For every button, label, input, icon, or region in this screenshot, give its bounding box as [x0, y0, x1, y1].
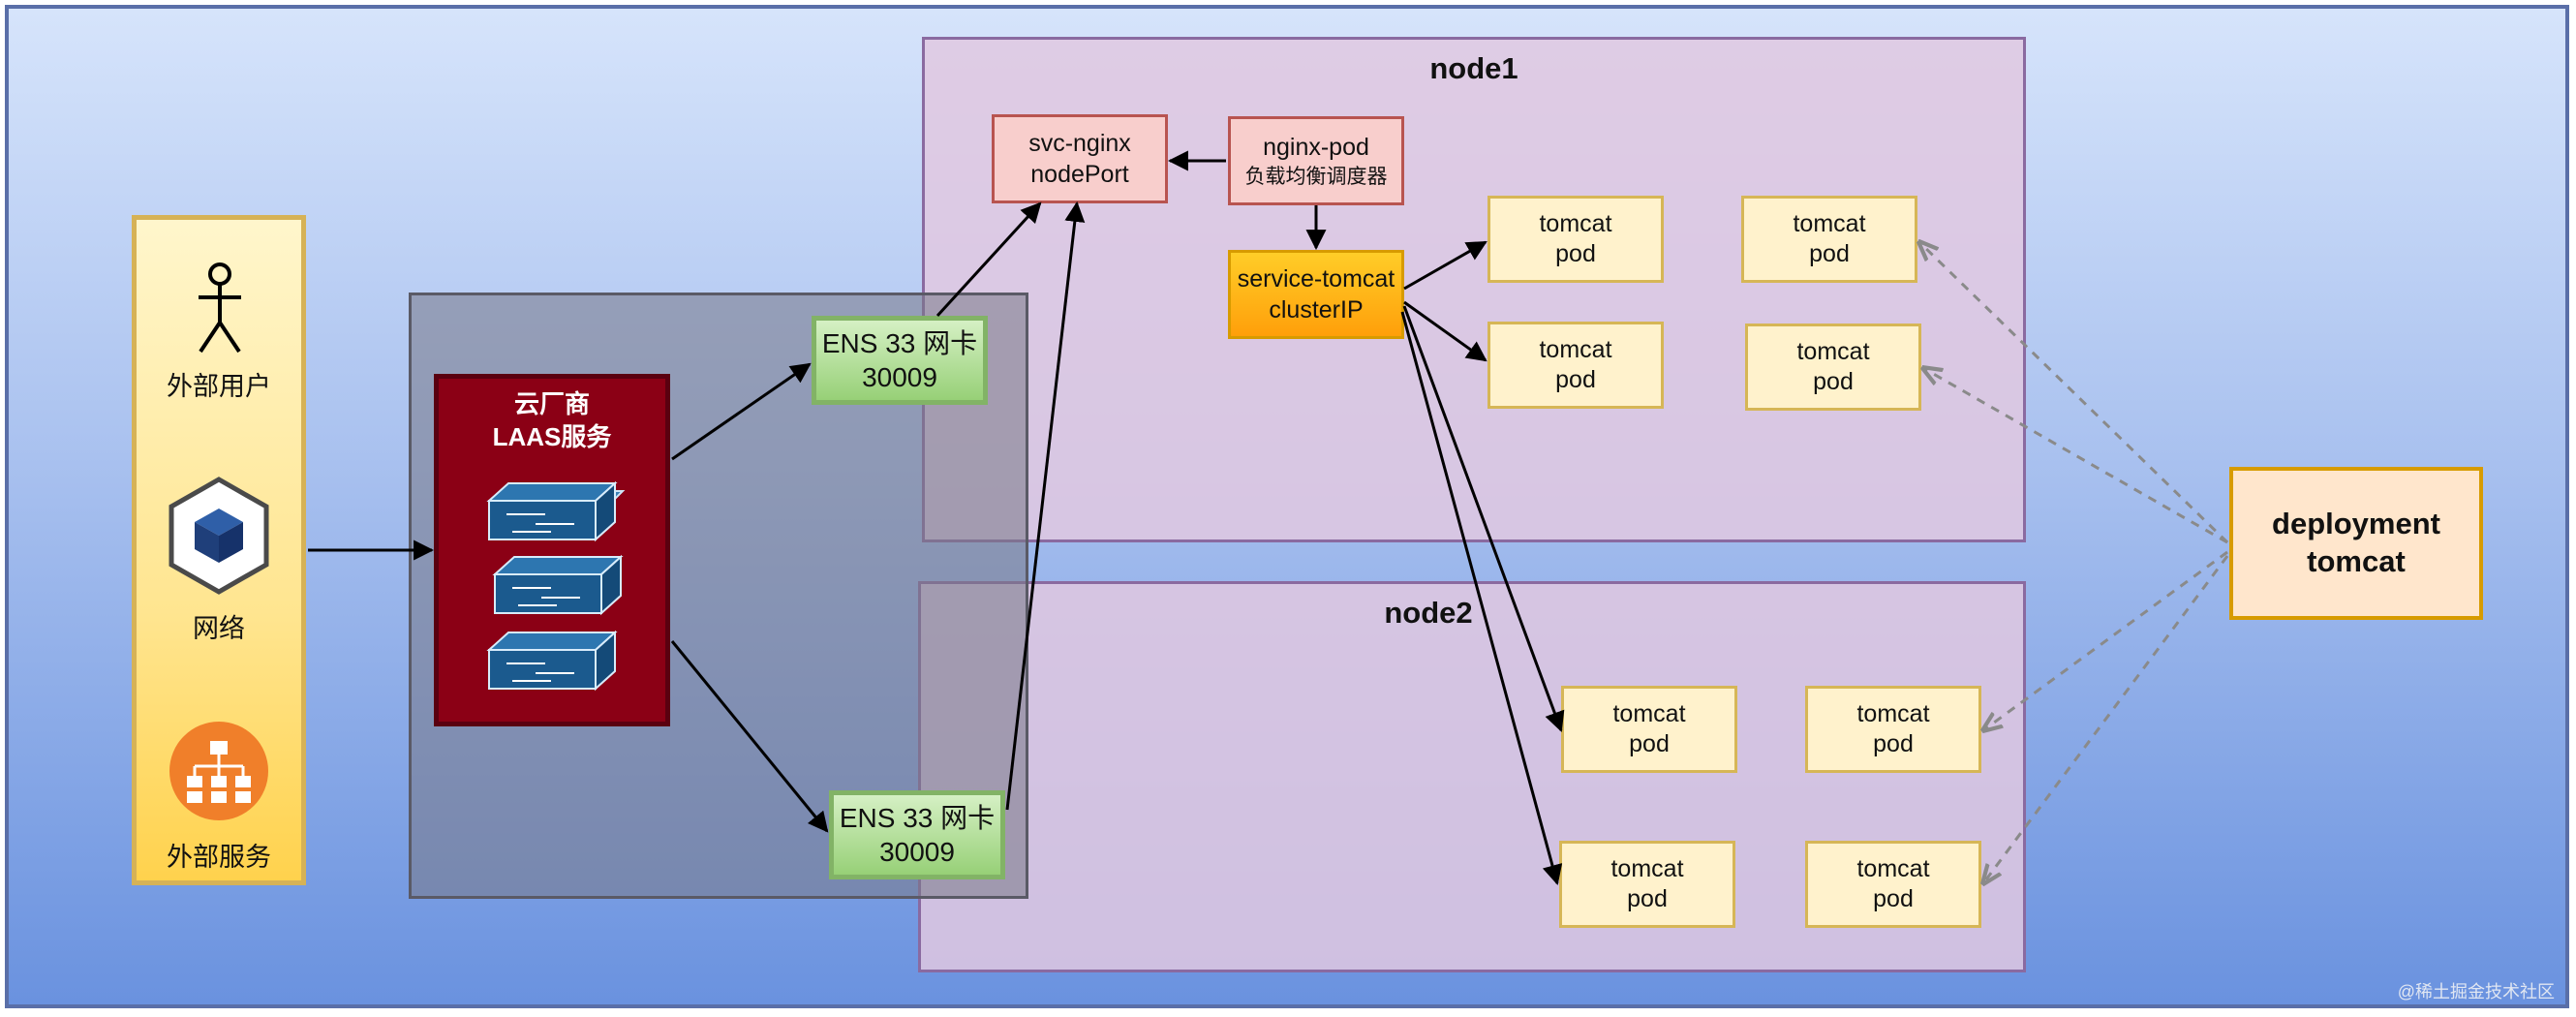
tomcat-pod-8[interactable]: tomcat pod: [1805, 841, 1981, 928]
svc-nginx-line2: nodePort: [1030, 161, 1129, 188]
laas-title: 云厂商 LAAS服务: [439, 388, 665, 454]
arrow-service-to-pod5: [1402, 305, 1565, 732]
pod-label: tomcat: [1856, 854, 1930, 882]
laas-service-box[interactable]: 云厂商 LAAS服务: [434, 374, 670, 726]
nic-bottom-line2: 30009: [879, 837, 955, 867]
service-tomcat-box[interactable]: service-tomcat clusterIP: [1228, 250, 1404, 339]
nic-top-line2: 30009: [862, 362, 937, 392]
tomcat-pod-6[interactable]: tomcat pod: [1805, 686, 1981, 773]
pod-label: tomcat: [1612, 699, 1686, 727]
dashed-deploy-to-pod4: [1923, 368, 2228, 544]
network-switch-icon: [486, 480, 626, 692]
stick-figure-icon: [199, 262, 241, 354]
pod-sublabel: pod: [1555, 240, 1596, 267]
pod-sublabel: pod: [1813, 368, 1854, 395]
service-tomcat-line2: clusterIP: [1269, 296, 1364, 324]
nic-bottom-box[interactable]: ENS 33 网卡 30009: [829, 790, 1005, 879]
tomcat-pod-2[interactable]: tomcat pod: [1741, 196, 1917, 283]
pod-label: tomcat: [1793, 209, 1866, 237]
arrow-laas-to-nic-bottom: [670, 640, 829, 833]
arrow-laas-to-nic-top: [671, 362, 812, 461]
external-sources-panel: 外部用户 网络 外部服务: [132, 215, 306, 885]
tomcat-pod-7[interactable]: tomcat pod: [1559, 841, 1735, 928]
deployment-line2: tomcat: [2307, 544, 2406, 578]
external-user-label: 外部用户: [167, 372, 271, 401]
nic-top-line1: ENS 33 网卡: [821, 328, 978, 358]
pod-label: tomcat: [1796, 337, 1870, 365]
arrow-nic-top-to-svc: [935, 201, 1042, 318]
tomcat-pod-3[interactable]: tomcat pod: [1487, 322, 1664, 409]
dashed-deploy-to-pod8: [1983, 555, 2229, 883]
arrow-service-to-pod1: [1403, 240, 1487, 291]
watermark: @稀土掘金技术社区: [2397, 982, 2555, 1002]
pod-sublabel: pod: [1629, 730, 1670, 757]
pod-label: tomcat: [1539, 209, 1612, 237]
deployment-line1: deployment: [2272, 507, 2440, 541]
pod-label: tomcat: [1610, 854, 1684, 882]
pod-label: tomcat: [1539, 335, 1612, 363]
pod-sublabel: pod: [1873, 730, 1914, 757]
pod-label: tomcat: [1856, 699, 1930, 727]
node2-title: node2: [1384, 596, 1473, 630]
nginx-pod-line1: nginx-pod: [1263, 134, 1369, 162]
laas-title-line2: LAAS服务: [492, 421, 612, 451]
tomcat-pod-1[interactable]: tomcat pod: [1487, 196, 1664, 283]
nic-top-box[interactable]: ENS 33 网卡 30009: [812, 316, 988, 405]
service-tomcat-line1: service-tomcat: [1237, 264, 1395, 293]
dashed-deploy-to-pod6: [1983, 550, 2228, 730]
arrow-nic-bottom-to-svc: [1005, 200, 1086, 811]
cube-icon: [169, 477, 269, 595]
nic-bottom-line1: ENS 33 网卡: [839, 803, 996, 833]
external-service-label: 外部服务: [167, 843, 271, 872]
arrow-service-to-pod7: [1400, 311, 1563, 886]
pod-sublabel: pod: [1627, 885, 1668, 912]
nginx-pod-box[interactable]: nginx-pod 负载均衡调度器: [1228, 116, 1404, 205]
deployment-tomcat-box[interactable]: deployment tomcat: [2229, 467, 2483, 620]
pod-sublabel: pod: [1809, 240, 1850, 267]
nginx-pod-line2: 负载均衡调度器: [1244, 165, 1388, 188]
tomcat-pod-4[interactable]: tomcat pod: [1745, 324, 1921, 411]
network-label: 网络: [193, 614, 245, 643]
laas-title-line1: 云厂商: [513, 389, 590, 418]
pod-sublabel: pod: [1555, 366, 1596, 393]
arrow-service-to-pod3: [1403, 300, 1487, 362]
node1-title: node1: [1429, 51, 1518, 85]
tomcat-pod-5[interactable]: tomcat pod: [1561, 686, 1737, 773]
dashed-deploy-to-pod2: [1919, 242, 2229, 544]
sitemap-icon: [169, 722, 268, 820]
svc-nginx-line1: svc-nginx: [1028, 129, 1131, 157]
pod-sublabel: pod: [1873, 885, 1914, 912]
